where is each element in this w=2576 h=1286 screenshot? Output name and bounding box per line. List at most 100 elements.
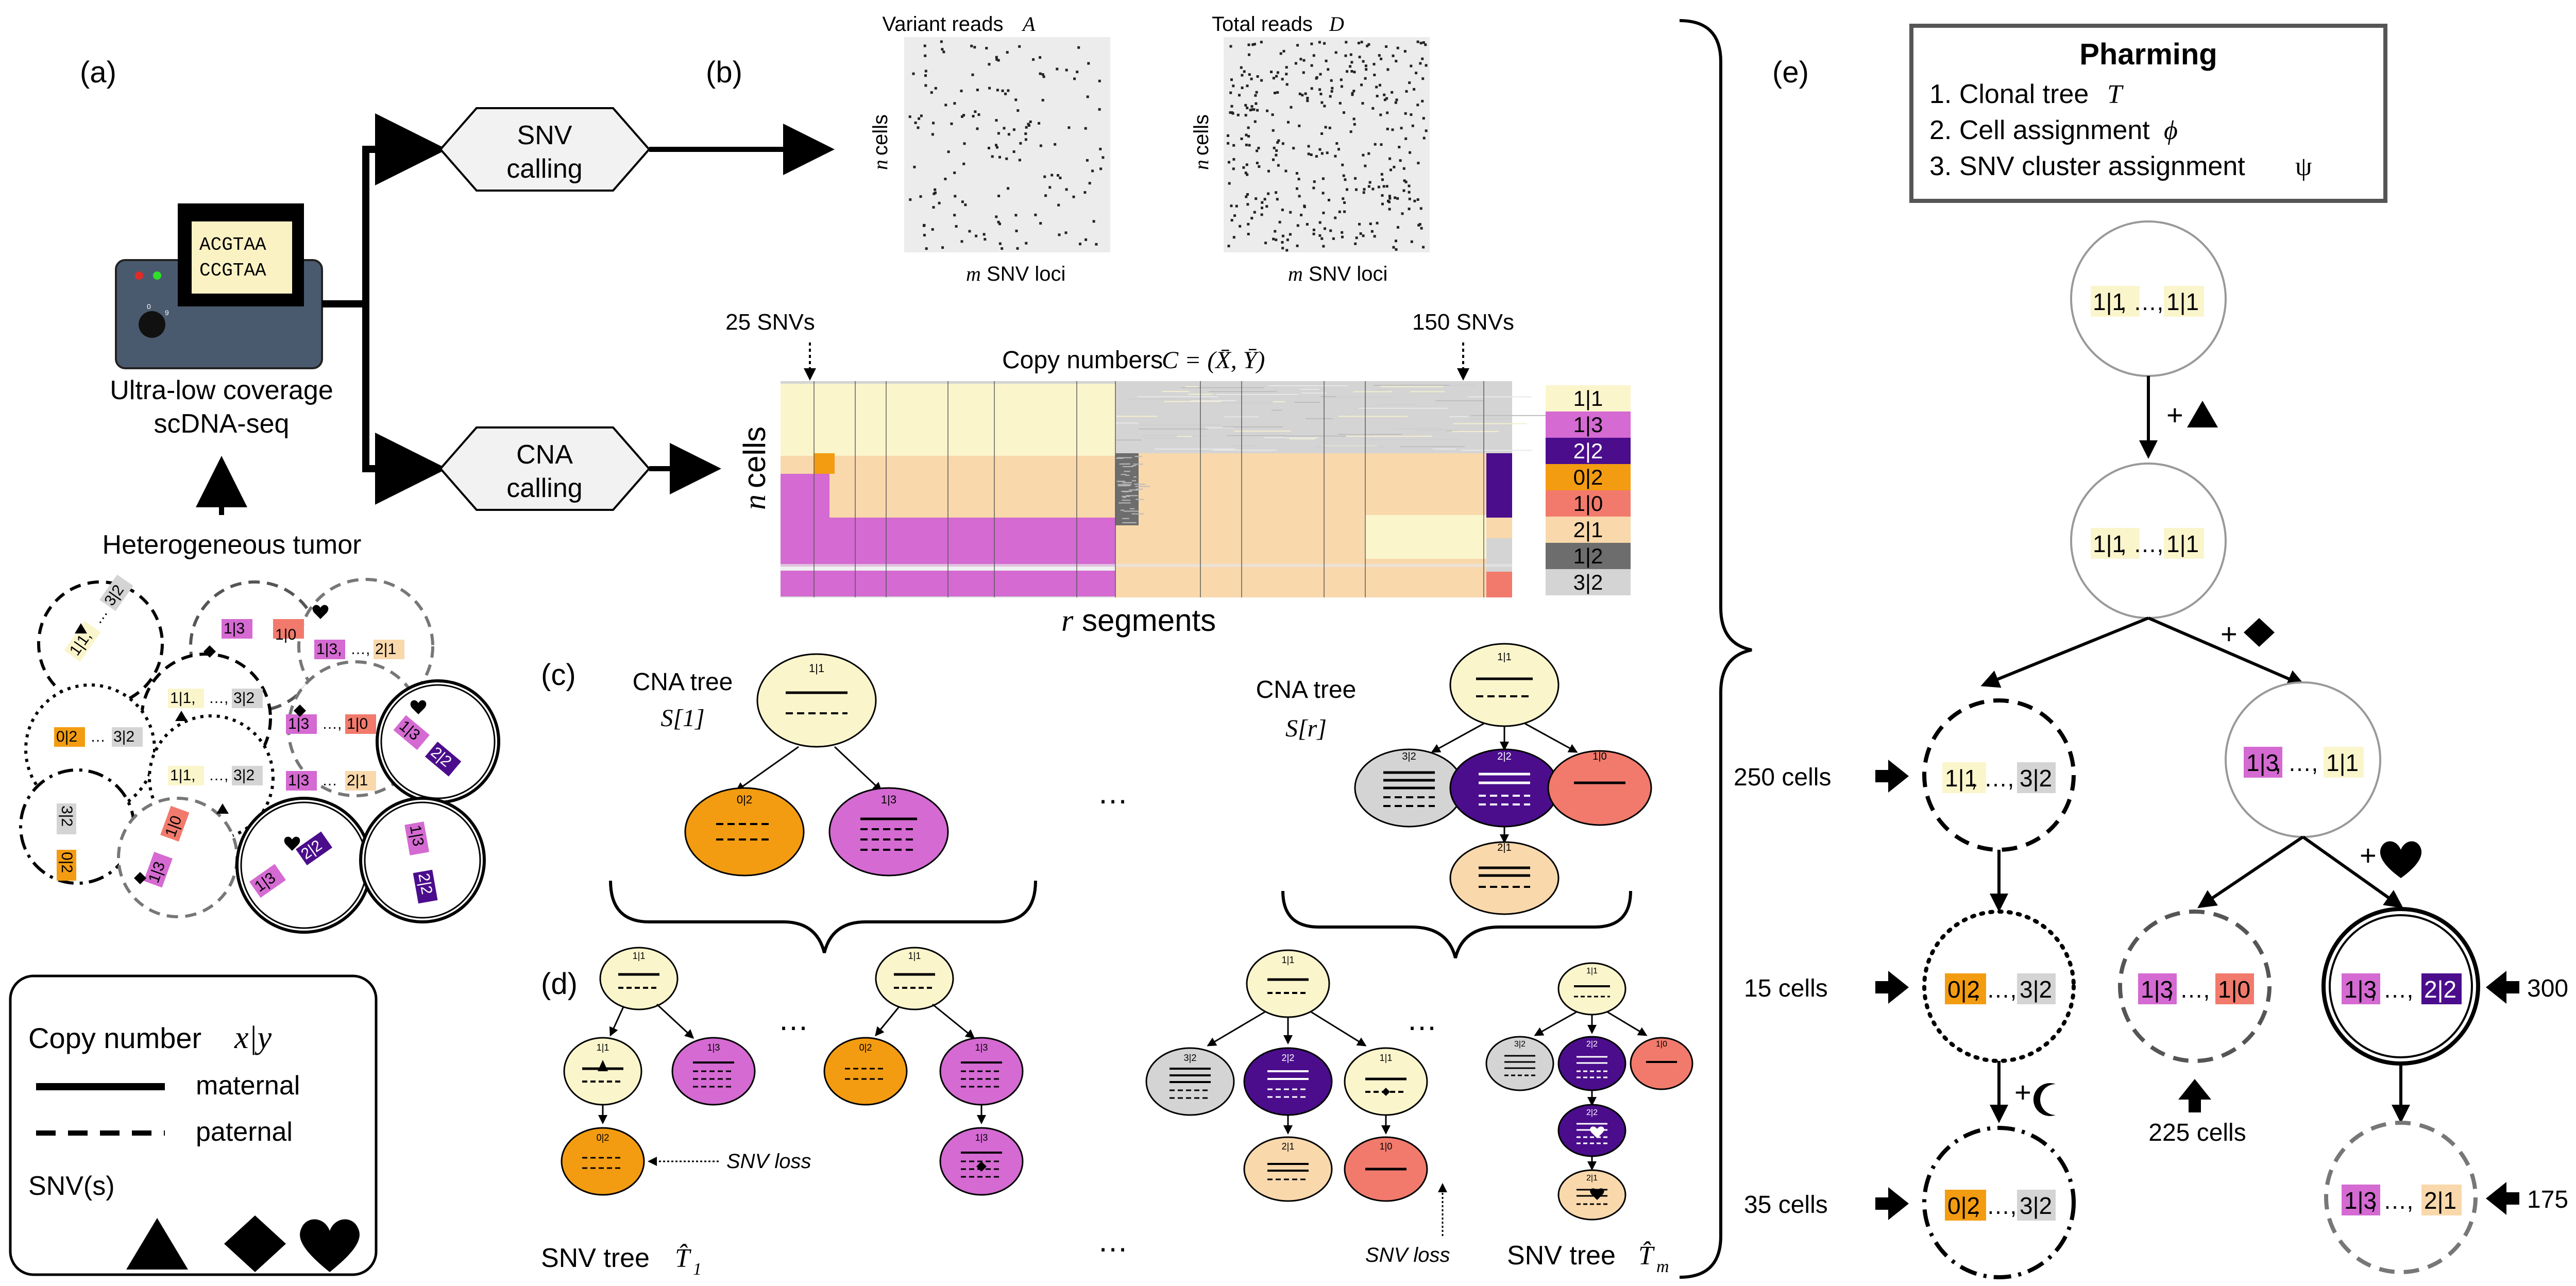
snv-calling-box: SNV calling bbox=[439, 107, 651, 192]
svg-text:0|2: 0|2 bbox=[56, 728, 77, 745]
read-dot bbox=[1353, 71, 1356, 74]
diamond-icon bbox=[2244, 618, 2275, 647]
read-dot bbox=[1373, 235, 1376, 238]
clone-node-7: 1|3 , …, 2|2 bbox=[2342, 973, 2462, 1004]
heatmap-streak bbox=[1320, 396, 1336, 398]
heatmap-streak bbox=[1133, 476, 1137, 478]
read-dot bbox=[1276, 141, 1279, 144]
read-dot bbox=[1241, 74, 1244, 77]
clone-node-4: 1|3 , …, 1|1 bbox=[2244, 747, 2364, 778]
read-dot bbox=[1228, 182, 1231, 185]
read-dot bbox=[998, 156, 1001, 159]
read-dot bbox=[972, 115, 975, 118]
color-key-label: 1|2 bbox=[1573, 544, 1603, 568]
svg-text:CNA tree: CNA tree bbox=[633, 668, 733, 696]
read-dot bbox=[1403, 179, 1406, 182]
svg-text:0|2: 0|2 bbox=[58, 852, 75, 873]
svg-text:C = (X̄, Ȳ): C = (X̄, Ȳ) bbox=[1162, 347, 1265, 374]
svg-text:m: m bbox=[966, 262, 981, 285]
read-dot bbox=[988, 147, 990, 149]
read-dot bbox=[1274, 230, 1277, 233]
read-dot bbox=[1360, 41, 1363, 44]
read-dot bbox=[1388, 197, 1392, 200]
svg-text:3|2: 3|2 bbox=[1402, 751, 1416, 762]
read-dot bbox=[1042, 75, 1045, 78]
heatmap-streak bbox=[1123, 510, 1139, 512]
read-dot bbox=[960, 240, 963, 243]
read-dot bbox=[1403, 50, 1406, 53]
svg-text:, …,: , …, bbox=[1971, 765, 2014, 792]
read-dot bbox=[976, 127, 979, 130]
color-key-label: 1|0 bbox=[1573, 491, 1603, 516]
heatmap-streak bbox=[1116, 416, 1158, 417]
heatmap-streak bbox=[1216, 393, 1298, 395]
read-dot bbox=[1245, 163, 1248, 166]
svg-text:0: 0 bbox=[147, 302, 151, 311]
read-dot bbox=[1255, 91, 1258, 94]
read-dot bbox=[1253, 43, 1256, 46]
heatmap-streak bbox=[1263, 437, 1319, 438]
read-dot bbox=[1319, 93, 1323, 95]
read-dot bbox=[1310, 64, 1313, 67]
read-dot bbox=[998, 222, 1001, 226]
read-dot bbox=[950, 122, 953, 125]
read-dot bbox=[1410, 113, 1413, 116]
svg-text:150 SNVs: 150 SNVs bbox=[1412, 310, 1514, 335]
svg-text:1|3: 1|3 bbox=[881, 793, 896, 806]
read-dot bbox=[1395, 98, 1398, 101]
svg-text:cells: cells bbox=[869, 114, 892, 156]
cell-count-15: 15 cells bbox=[1744, 975, 1828, 1002]
read-dot bbox=[1411, 124, 1414, 127]
read-dot bbox=[1388, 200, 1391, 203]
read-dot bbox=[1304, 92, 1307, 95]
read-dot bbox=[1246, 84, 1249, 88]
read-dot bbox=[1246, 203, 1249, 206]
read-dot bbox=[1312, 186, 1315, 190]
svg-text:3|2: 3|2 bbox=[233, 767, 255, 784]
read-dot bbox=[1244, 104, 1247, 107]
color-key-label: 2|2 bbox=[1573, 439, 1603, 463]
read-dot bbox=[1001, 247, 1004, 250]
sequencer-line-1: ACGTAA bbox=[199, 234, 266, 255]
heatmap-streak bbox=[1115, 422, 1139, 424]
read-dot bbox=[1318, 41, 1321, 44]
read-dot bbox=[1091, 169, 1094, 173]
read-dot bbox=[1029, 121, 1032, 123]
read-dot bbox=[1244, 114, 1247, 117]
read-dot bbox=[1404, 137, 1408, 140]
read-dot bbox=[944, 104, 947, 107]
svg-text:S[r]: S[r] bbox=[1285, 715, 1327, 742]
heatmap-streak bbox=[1184, 402, 1272, 404]
read-dot bbox=[1401, 212, 1404, 215]
snv-tree-m: 1|1 3|2 2|2 1|0 2|2 2|1 SNV tree T̂ m bbox=[1485, 962, 1693, 1276]
heatmap-streak bbox=[1323, 396, 1393, 398]
read-dot bbox=[1246, 193, 1249, 196]
read-dot bbox=[1300, 214, 1303, 216]
read-dot bbox=[997, 132, 1000, 135]
svg-text:Variant reads: Variant reads bbox=[883, 13, 1004, 36]
read-dot bbox=[912, 72, 915, 75]
heart-icon bbox=[300, 1219, 360, 1272]
read-dot bbox=[1329, 95, 1332, 98]
read-dot bbox=[1034, 213, 1037, 216]
read-dot bbox=[1240, 138, 1243, 140]
read-dot bbox=[1343, 111, 1345, 114]
read-dot bbox=[1380, 173, 1383, 176]
svg-text:…: … bbox=[90, 728, 106, 745]
read-dot bbox=[1358, 222, 1361, 226]
svg-text:m: m bbox=[1656, 1257, 1669, 1276]
read-dot bbox=[960, 90, 963, 93]
heatmap-streak bbox=[1469, 418, 1510, 420]
read-dot bbox=[1254, 94, 1257, 97]
read-dot bbox=[1413, 199, 1416, 202]
color-key-swatch bbox=[1546, 411, 1631, 438]
read-dot bbox=[1281, 78, 1284, 81]
read-dot bbox=[924, 84, 927, 87]
read-dot bbox=[1362, 153, 1365, 157]
read-dot bbox=[1352, 90, 1355, 93]
read-dot bbox=[934, 188, 937, 191]
legend-title-math: x|y bbox=[234, 1020, 272, 1055]
read-dot bbox=[1059, 177, 1062, 179]
svg-text:D: D bbox=[1329, 12, 1344, 36]
read-dot bbox=[1275, 149, 1278, 152]
